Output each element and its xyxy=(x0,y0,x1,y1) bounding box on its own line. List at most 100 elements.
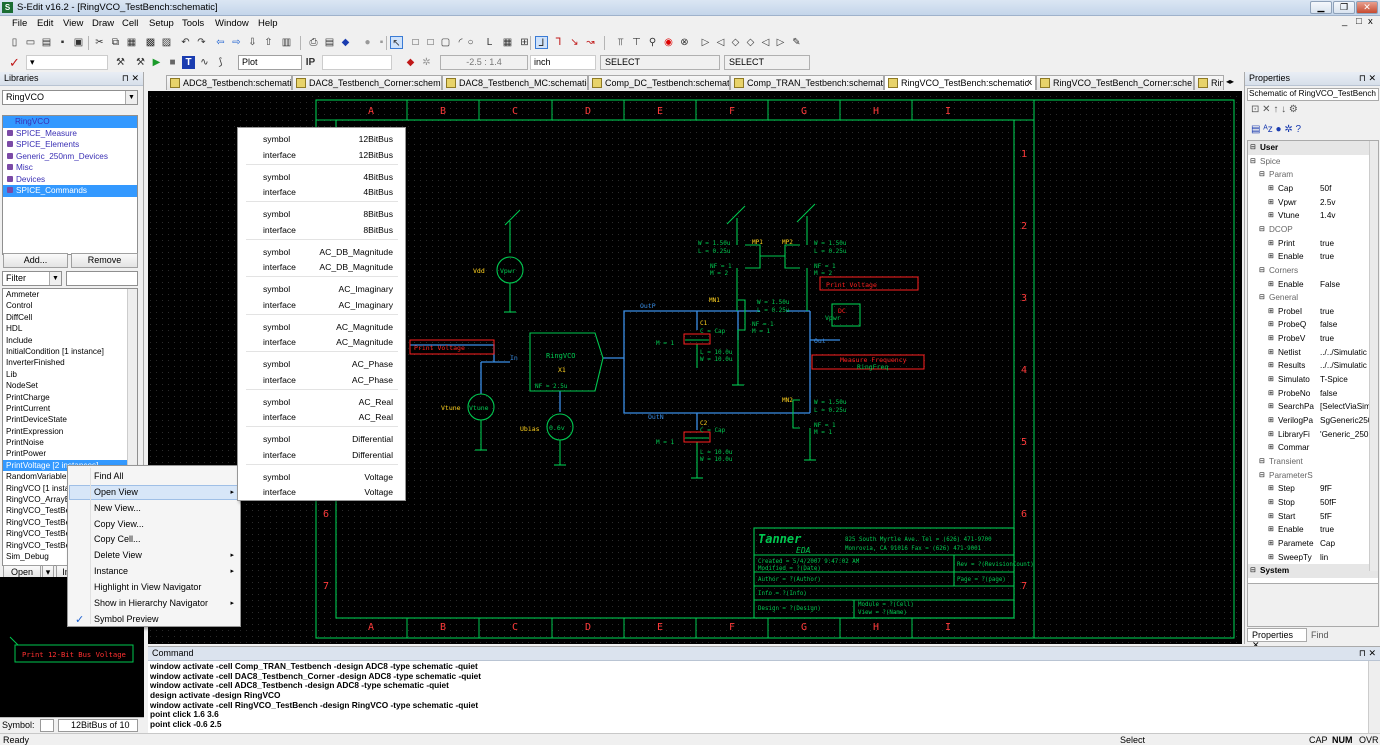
ip-icon[interactable]: IP xyxy=(305,57,316,68)
label-icon[interactable]: L xyxy=(486,37,493,48)
library-item[interactable]: SPICE_Commands xyxy=(3,185,137,197)
tools-icon[interactable]: ⚒ xyxy=(116,57,125,68)
mdi-maximize-button[interactable]: □ xyxy=(1356,16,1362,27)
property-row[interactable]: ⊟User xyxy=(1248,141,1378,155)
property-value[interactable]: 50fF xyxy=(1320,497,1337,507)
port-bidir-icon[interactable]: ◇ xyxy=(731,37,740,48)
paste-icon[interactable]: ▦ xyxy=(126,37,137,48)
remove-library-button[interactable]: Remove xyxy=(71,253,138,268)
cell-list-item[interactable]: RingVCO_ArrayBus xyxy=(6,495,79,505)
schematic-icon[interactable]: ▨ xyxy=(161,37,172,48)
add-library-button[interactable]: Add... xyxy=(3,253,68,268)
property-value[interactable]: ../../Simulatic xyxy=(1320,361,1367,371)
property-value[interactable]: Cap xyxy=(1320,538,1336,548)
menu-draw[interactable]: Draw xyxy=(92,18,115,29)
property-value[interactable]: [SelectViaSim xyxy=(1320,402,1371,412)
copy-icon[interactable]: ⧉ xyxy=(111,37,120,48)
plot-combo[interactable]: Plot xyxy=(238,55,302,70)
expander-plus-icon[interactable]: ⊞ xyxy=(1268,239,1274,247)
property-row[interactable]: ⊞Results../../Simulatic xyxy=(1248,359,1378,373)
tab-comp-dc[interactable]: Comp_DC_Testbench:schematic xyxy=(588,75,730,90)
expander-minus-icon[interactable]: ⊟ xyxy=(1250,144,1256,151)
command-scrollbar[interactable] xyxy=(1368,661,1380,733)
tab-find[interactable]: Find xyxy=(1311,630,1329,640)
cell-list-scrollbar[interactable] xyxy=(127,289,137,565)
property-row[interactable]: ⊞LibraryFi'Generic_250r xyxy=(1248,428,1378,442)
menu-view[interactable]: View xyxy=(63,18,84,29)
polygon-icon[interactable]: □ xyxy=(427,37,434,48)
cell-list-item[interactable]: Ammeter xyxy=(6,290,40,299)
symbol-icon[interactable]: ▩ xyxy=(145,37,156,48)
expander-plus-icon[interactable]: ⊞ xyxy=(1268,526,1274,534)
context-menu-item[interactable]: Delete View xyxy=(94,550,142,560)
tab-properties[interactable]: Properties ✕ xyxy=(1247,628,1307,650)
property-row[interactable]: ⊟Transient xyxy=(1248,455,1378,469)
property-value[interactable]: true xyxy=(1320,252,1335,262)
check-combo[interactable]: ▾ xyxy=(26,55,108,70)
filter-combo[interactable]: Filter▼ xyxy=(2,271,62,286)
redo-icon[interactable]: ↷ xyxy=(197,37,206,48)
cell-list-item[interactable]: HDL xyxy=(6,324,23,334)
property-value[interactable]: false xyxy=(1320,388,1338,398)
port-icon[interactable]: ⊞ xyxy=(520,37,529,48)
library-icon[interactable]: ▤ xyxy=(324,37,335,48)
library-list[interactable]: RingVCO SPICE_Measure SPICE_Elements Gen… xyxy=(2,115,138,255)
context-menu-item[interactable]: Instance xyxy=(94,566,129,576)
property-row[interactable]: ⊟ParameterS xyxy=(1248,469,1378,483)
property-value[interactable]: true xyxy=(1320,334,1335,344)
cell-list-item[interactable]: InitialCondition [1 instance] xyxy=(6,346,104,356)
tab-comp-tran[interactable]: Comp_TRAN_Testbench:schematic xyxy=(730,75,884,90)
stop-icon[interactable]: ▪ xyxy=(379,37,384,48)
mdi-close-button[interactable]: x xyxy=(1368,16,1373,27)
expander-plus-icon[interactable]: ⊞ xyxy=(1268,417,1274,424)
check-icon[interactable]: ✓ xyxy=(9,55,20,70)
menu-tools[interactable]: Tools xyxy=(182,18,205,29)
cell-list-item[interactable]: Sim_Debug xyxy=(6,551,49,561)
expander-plus-icon[interactable]: ⊞ xyxy=(1268,280,1274,288)
save-all-icon[interactable]: ▣ xyxy=(73,37,84,48)
expander-plus-icon[interactable]: ⊞ xyxy=(1268,348,1274,356)
wire-icon[interactable]: ⅃ xyxy=(535,36,548,49)
color-icon[interactable]: ◆ xyxy=(406,57,415,68)
cell-list-item[interactable]: PrintCharge xyxy=(6,392,50,402)
property-row[interactable]: ⊞SearchPa[SelectViaSim xyxy=(1248,400,1378,414)
circle-icon[interactable]: ○ xyxy=(467,37,474,48)
expander-plus-icon[interactable]: ⊞ xyxy=(1268,335,1274,343)
cell-list-item[interactable]: Control xyxy=(6,301,33,311)
property-row[interactable]: ⊟General xyxy=(1248,291,1378,305)
restore-button[interactable]: ❐ xyxy=(1333,1,1355,14)
tab-scroll-icon[interactable]: ◂▸ xyxy=(1226,77,1235,86)
menu-cell[interactable]: Cell xyxy=(122,18,139,29)
context-menu-item[interactable]: Find All xyxy=(94,471,124,481)
library-item[interactable]: Generic_250nm_Devices xyxy=(3,151,137,163)
port-right-icon[interactable]: ▷ xyxy=(776,37,785,48)
context-menu-item[interactable]: Copy View... xyxy=(94,519,144,529)
cell-list-item[interactable]: Include xyxy=(6,335,33,345)
pop-icon[interactable]: ⇧ xyxy=(264,37,273,48)
property-value[interactable]: true xyxy=(1320,306,1335,316)
properties-sort-icons[interactable]: ▤ ᴬᴢ ● ✲ ? xyxy=(1251,124,1302,135)
property-value[interactable]: true xyxy=(1320,525,1335,535)
select-arrow-icon[interactable]: ↖ xyxy=(390,36,403,49)
cell-list-item[interactable]: RingVCO_TestBench xyxy=(6,517,84,527)
netlist-icon[interactable]: ◆ xyxy=(341,37,350,48)
hammer-icon[interactable]: ⚒ xyxy=(136,57,145,68)
menu-setup[interactable]: Setup xyxy=(149,18,174,29)
